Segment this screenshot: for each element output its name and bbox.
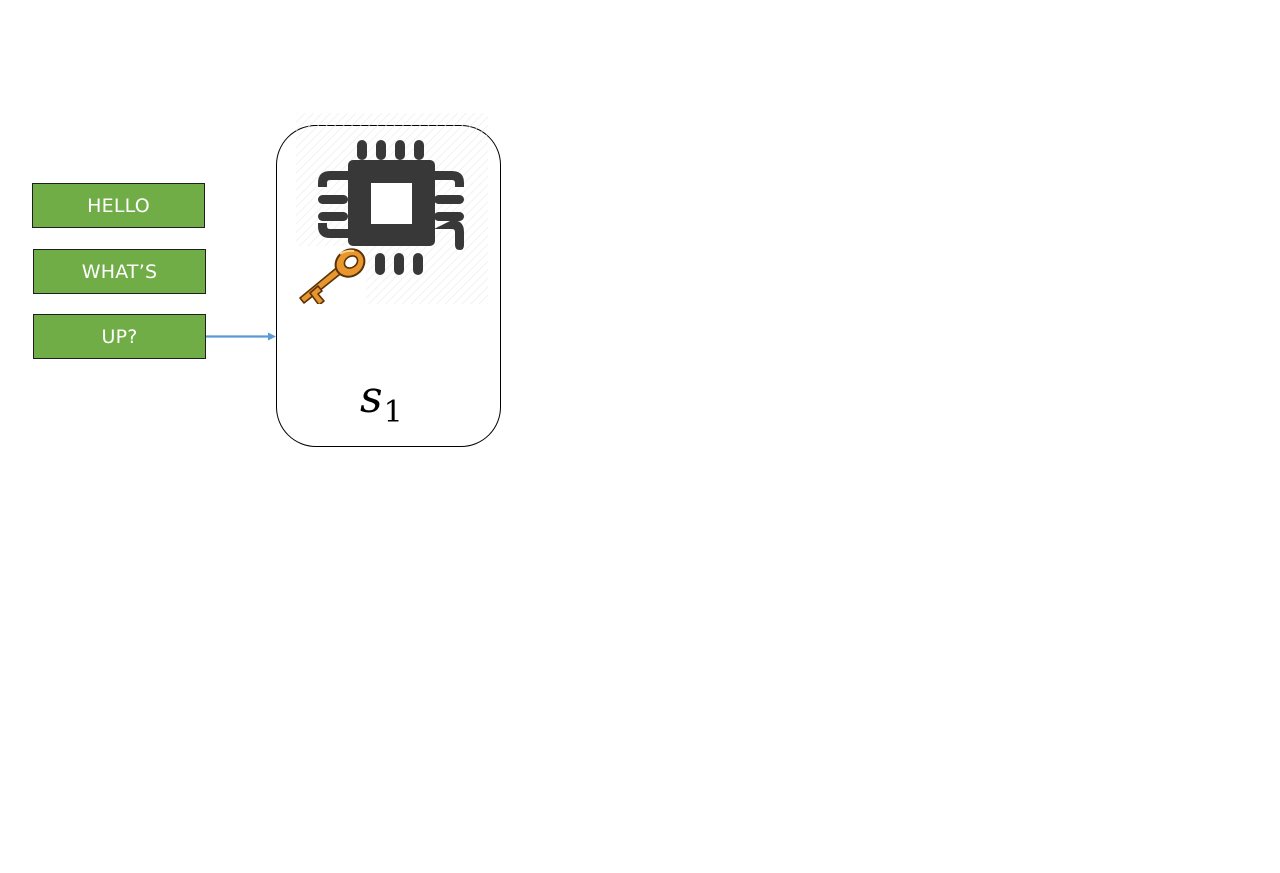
message-text: HELLO [87,194,150,217]
message-box-hello: HELLO [32,183,205,228]
chip-icon [318,140,464,275]
message-text: UP? [101,325,138,348]
chip-key-graphic [296,113,488,304]
node-label: s1 [360,372,430,432]
message-text: WHAT’S [81,260,158,283]
key-icon [299,248,366,304]
node-variable: s [360,372,383,423]
message-box-up: UP? [33,314,206,359]
node-subscript: 1 [383,395,403,430]
message-box-whats: WHAT’S [33,249,206,294]
